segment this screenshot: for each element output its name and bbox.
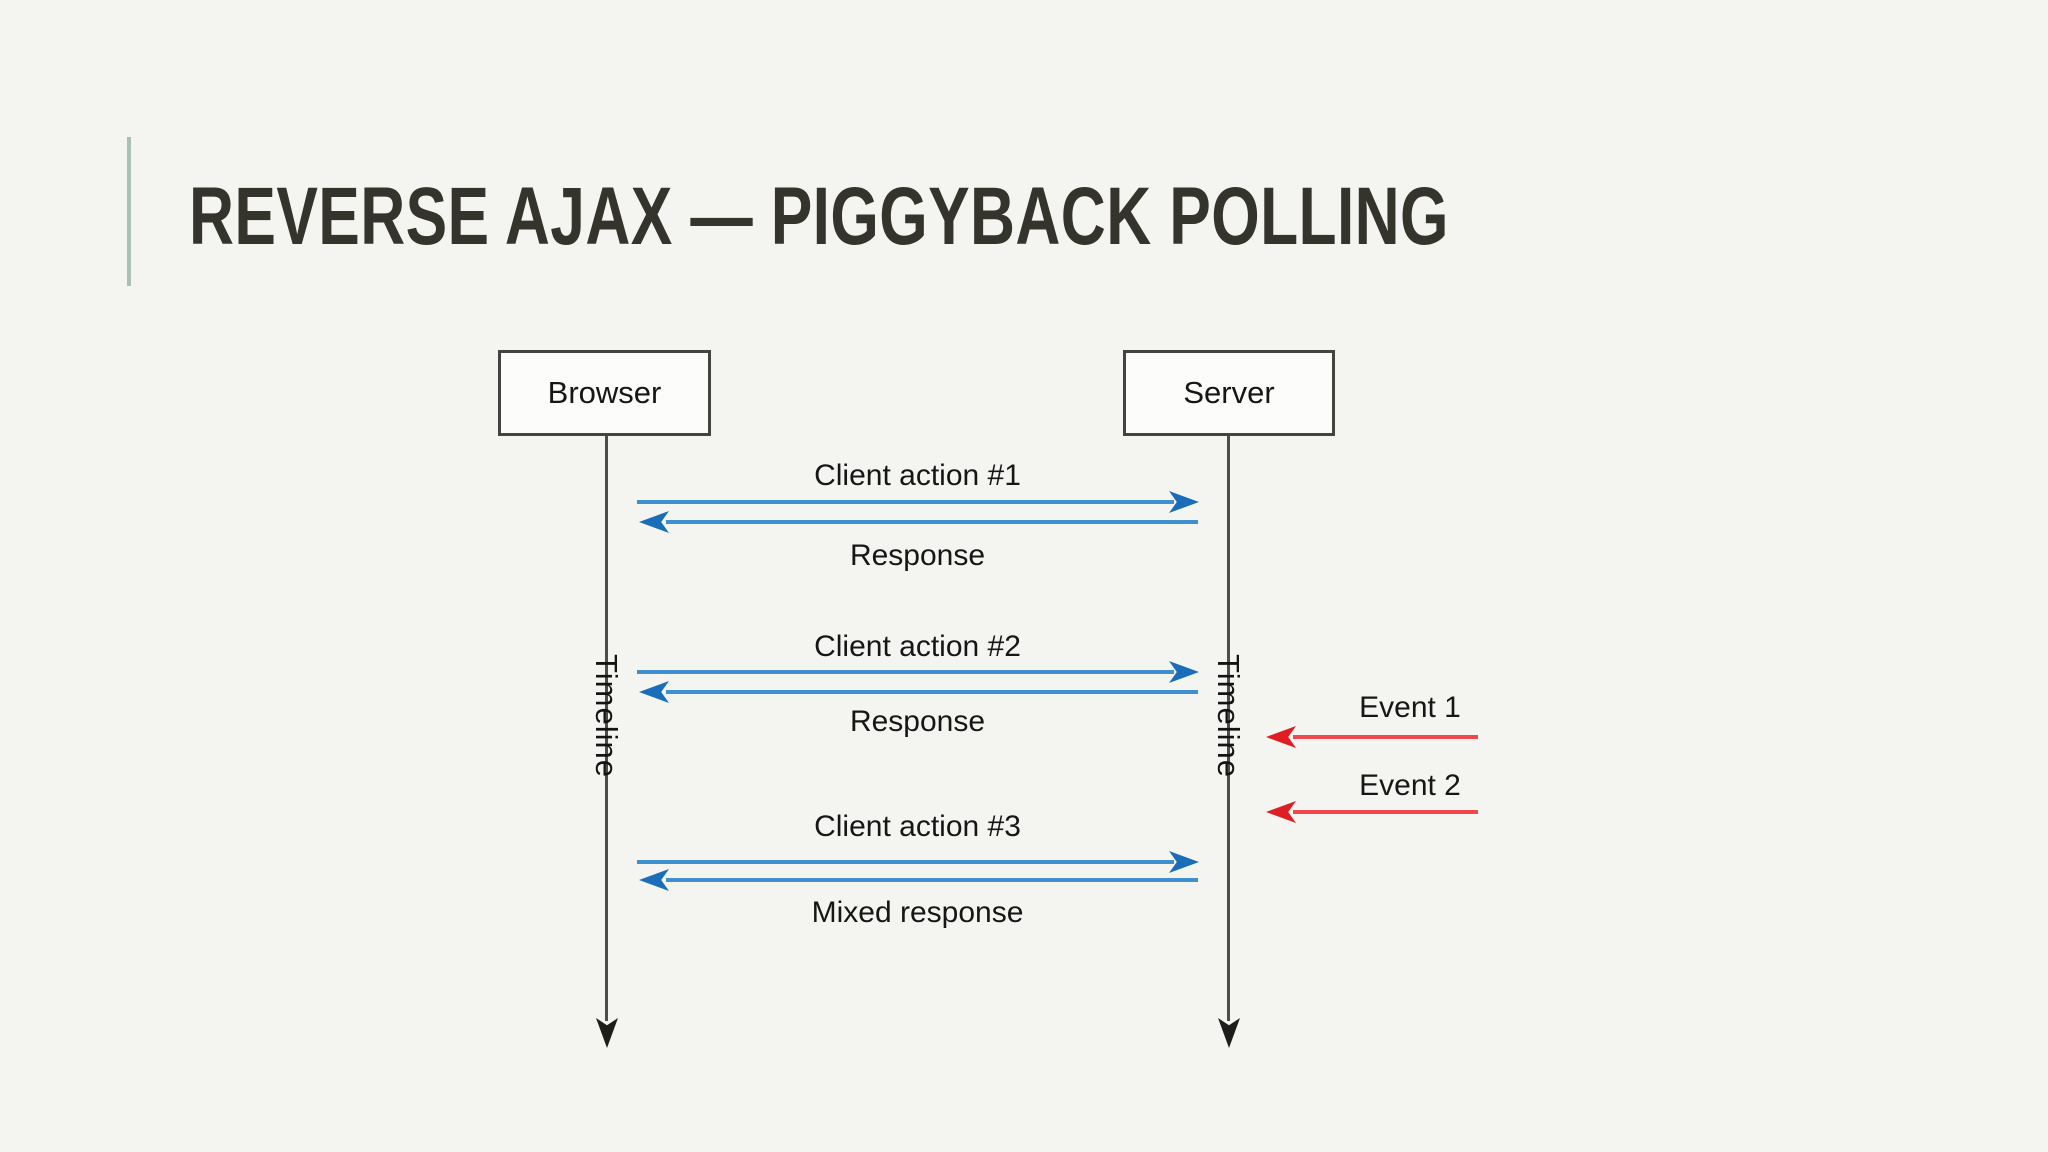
lifeline-arrowhead-server-icon <box>1218 1018 1240 1048</box>
timeline-label-server: Timeline <box>1211 654 1246 778</box>
message-label-client-action-1: Client action #1 <box>814 459 1021 492</box>
arrowhead-left-2-icon <box>639 681 669 703</box>
arrow-client-action-3 <box>637 860 1174 864</box>
arrowhead-event-1-icon <box>1266 726 1296 748</box>
slide-title: REVERSE AJAX — PIGGYBACK POLLING <box>189 171 1449 262</box>
arrowhead-event-2-icon <box>1266 801 1296 823</box>
arrow-event-2 <box>1293 810 1478 814</box>
event-label-1: Event 1 <box>1359 691 1461 724</box>
event-label-2: Event 2 <box>1359 769 1461 802</box>
message-label-client-action-3: Client action #3 <box>814 810 1021 843</box>
arrow-client-action-2 <box>637 670 1174 674</box>
lifeline-server <box>1227 436 1230 1021</box>
message-label-response-1: Response <box>849 539 986 572</box>
actor-box-server: Server <box>1123 350 1335 436</box>
actor-box-browser: Browser <box>498 350 711 436</box>
timeline-label-browser: Timeline <box>589 654 624 778</box>
arrow-response-2 <box>666 690 1198 694</box>
message-label-response-2: Response <box>849 705 986 738</box>
actor-label-browser: Browser <box>547 375 662 410</box>
arrow-client-action-1 <box>637 500 1174 504</box>
message-label-client-action-2: Client action #2 <box>814 630 1021 663</box>
arrowhead-left-3-icon <box>639 869 669 891</box>
lifeline-browser <box>605 436 608 1021</box>
lifeline-arrowhead-browser-icon <box>596 1018 618 1048</box>
arrow-event-1 <box>1293 735 1478 739</box>
arrow-response-1 <box>666 520 1198 524</box>
arrowhead-left-1-icon <box>639 511 669 533</box>
arrow-mixed-response <box>666 878 1198 882</box>
message-label-mixed-response: Mixed response <box>811 896 1024 929</box>
actor-label-server: Server <box>1183 375 1275 410</box>
accent-bar <box>127 137 131 286</box>
